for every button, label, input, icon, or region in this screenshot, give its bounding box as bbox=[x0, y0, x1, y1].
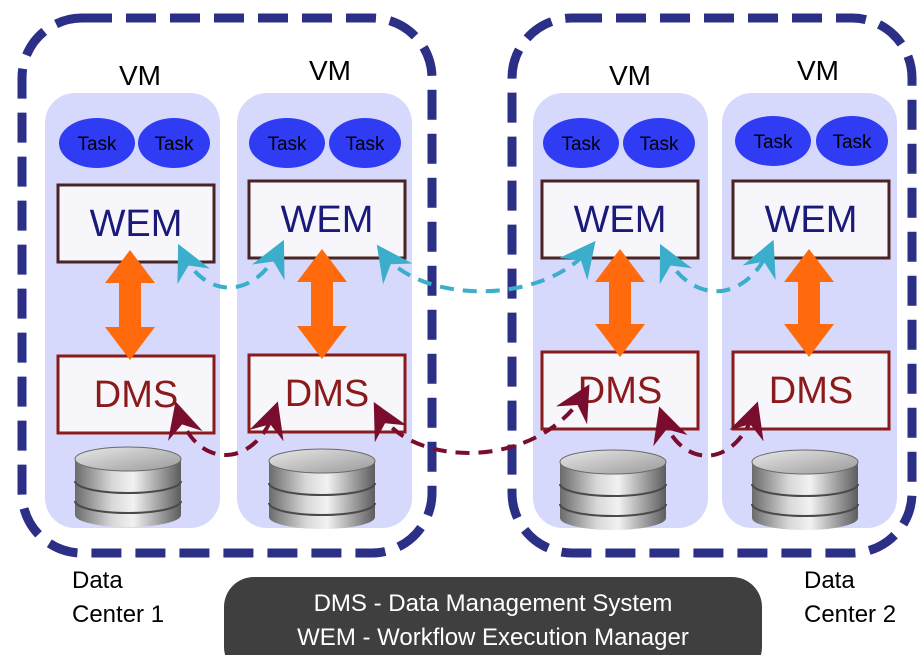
vm-4-wem-label: WEM bbox=[765, 199, 858, 241]
dms-link-vm1-vm2 bbox=[168, 401, 284, 457]
vm-2-task-2-label: Task bbox=[345, 134, 385, 155]
legend-line-dms: DMS - Data Management System bbox=[314, 590, 673, 617]
wem-dms-arrows bbox=[105, 249, 834, 360]
vm-3-wem-label: WEM bbox=[574, 199, 667, 241]
vm-4-dms-label: DMS bbox=[769, 370, 853, 412]
vm-4-task-1-label: Task bbox=[753, 132, 793, 153]
database-icon bbox=[751, 449, 859, 530]
double-arrow-vm-4 bbox=[784, 249, 834, 357]
wem-links bbox=[177, 239, 776, 294]
datacenter-2-label-line1: Data bbox=[804, 567, 855, 594]
database-icon bbox=[268, 448, 376, 529]
double-arrow-vm-2 bbox=[297, 249, 347, 359]
datacenter-1-border bbox=[17, 13, 437, 558]
vm-3-task-2 bbox=[623, 118, 695, 168]
double-arrow-vm-1 bbox=[105, 250, 155, 360]
vm-4-task-2 bbox=[816, 116, 888, 166]
datacenter-2-label-line2: Center 2 bbox=[804, 601, 896, 628]
double-arrow-vm-3 bbox=[595, 249, 645, 357]
vm-2-label: VM bbox=[309, 55, 351, 86]
database-icon bbox=[74, 446, 182, 527]
vm-2-task-2 bbox=[329, 118, 401, 168]
vm-3-task-1 bbox=[543, 118, 619, 168]
vm-2-task-1-label: Task bbox=[267, 134, 307, 155]
vm-3-task-2-label: Task bbox=[639, 134, 679, 155]
legend-line-wem: WEM - Workflow Execution Manager bbox=[297, 624, 689, 651]
vm-4-task-2-label: Task bbox=[832, 132, 872, 153]
datacenter-2-border bbox=[507, 13, 917, 558]
legend-box: DMS - Data Management System WEM - Workf… bbox=[224, 577, 762, 655]
dms-link-vm2-vm3 bbox=[373, 384, 590, 455]
vm-1-wem-label: WEM bbox=[90, 203, 183, 245]
vm-3-label: VM bbox=[609, 60, 651, 91]
vm-2-wem-label: WEM bbox=[281, 199, 374, 241]
datacenter-1-label-line1: Data bbox=[72, 567, 123, 594]
vm-4-label: VM bbox=[797, 55, 839, 86]
vm-2-dms-label: DMS bbox=[285, 373, 369, 415]
datacenter-1-label-line2: Center 1 bbox=[72, 601, 164, 628]
vm-3-dms-label: DMS bbox=[578, 370, 662, 412]
dms-links bbox=[168, 384, 764, 458]
vm-3-task-1-label: Task bbox=[561, 134, 601, 155]
vm-1-task-1-label: Task bbox=[77, 134, 117, 155]
vm-1-dms-label: DMS bbox=[94, 374, 178, 416]
vm-1-task-2 bbox=[138, 118, 210, 168]
wem-link-vm3-vm4 bbox=[659, 239, 776, 294]
vm-1-task-2-label: Task bbox=[154, 134, 194, 155]
database-icon bbox=[559, 449, 667, 530]
vm-2-task-1 bbox=[249, 118, 325, 168]
vm-1-label: VM bbox=[119, 60, 161, 91]
vm-4-task-1 bbox=[735, 116, 811, 166]
wem-link-vm2-vm3 bbox=[376, 240, 596, 294]
vm-1-task-1 bbox=[59, 118, 135, 168]
